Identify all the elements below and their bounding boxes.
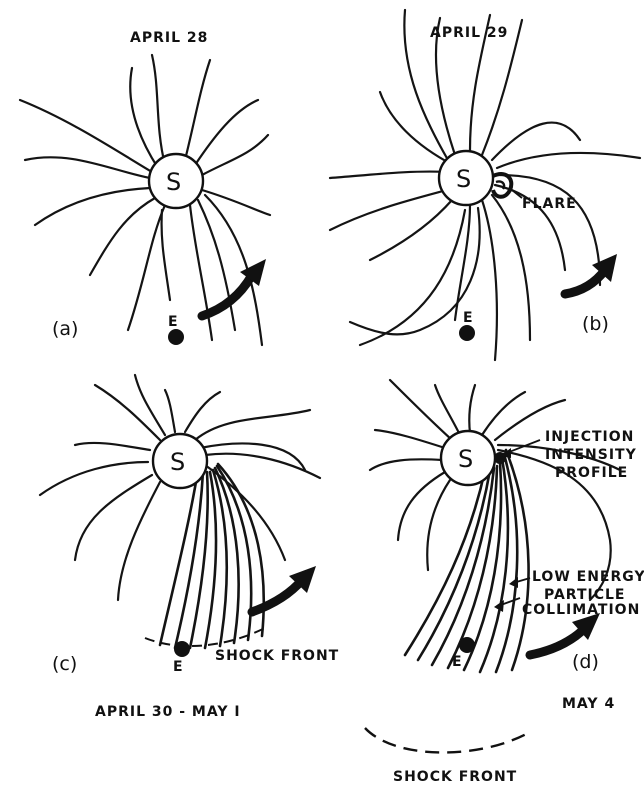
panel-letter-b: (b) [582,313,609,335]
sun-label-d: S [458,445,473,473]
date-label-c: APRIL 30 - MAY I [95,704,241,720]
collimation-label-3: COLLIMATION [522,602,640,618]
collimation-label-1: LOW ENERGY [532,569,644,585]
date-label-d: MAY 4 [562,696,615,712]
field-bundle-c [160,464,264,648]
panel-a: S E APRIL 28 (a) [20,30,270,345]
panel-letter-d: (d) [572,651,599,673]
earth-label-b: E [463,310,474,326]
shock-front-label: SHOCK FRONT [393,769,517,785]
earth-a [168,329,184,345]
flow-arrow-c [252,580,302,612]
earth-b [459,325,475,341]
date-label-b: APRIL 29 [430,25,508,41]
shock-front-arc [365,728,530,753]
panel-letter-a: (a) [52,318,78,340]
collimation-label-2: PARTICLE [544,587,625,603]
panel-d: S INJECTION INTENSITY PROFILE LOW ENERGY… [370,380,644,712]
earth-label-d: E [452,654,463,670]
sun-label-a: S [166,168,181,196]
injection-label-2: INTENSITY [545,447,637,463]
earth-c [174,641,190,657]
collimation-arrowhead-1 [509,577,518,588]
flare-label: FLARE [522,196,577,212]
sun-label-b: S [456,165,471,193]
earth-d [459,637,475,653]
sun-label-c: S [170,448,185,476]
flow-arrow-a [202,275,252,316]
flow-arrow-b [565,270,605,294]
injection-label-1: INJECTION [545,429,634,445]
earth-label-a: E [168,314,179,330]
panel-b: S FLARE E APRIL 29 (b) [330,10,640,360]
shock-front-label-c: SHOCK FRONT [215,648,339,664]
date-label-a: APRIL 28 [130,30,208,46]
earth-label-c: E [173,659,184,675]
panel-c: S E SHOCK FRONT (c) APRIL 30 - MAY I [40,375,339,720]
panel-letter-c: (c) [52,653,77,675]
injection-label-3: PROFILE [555,465,628,481]
